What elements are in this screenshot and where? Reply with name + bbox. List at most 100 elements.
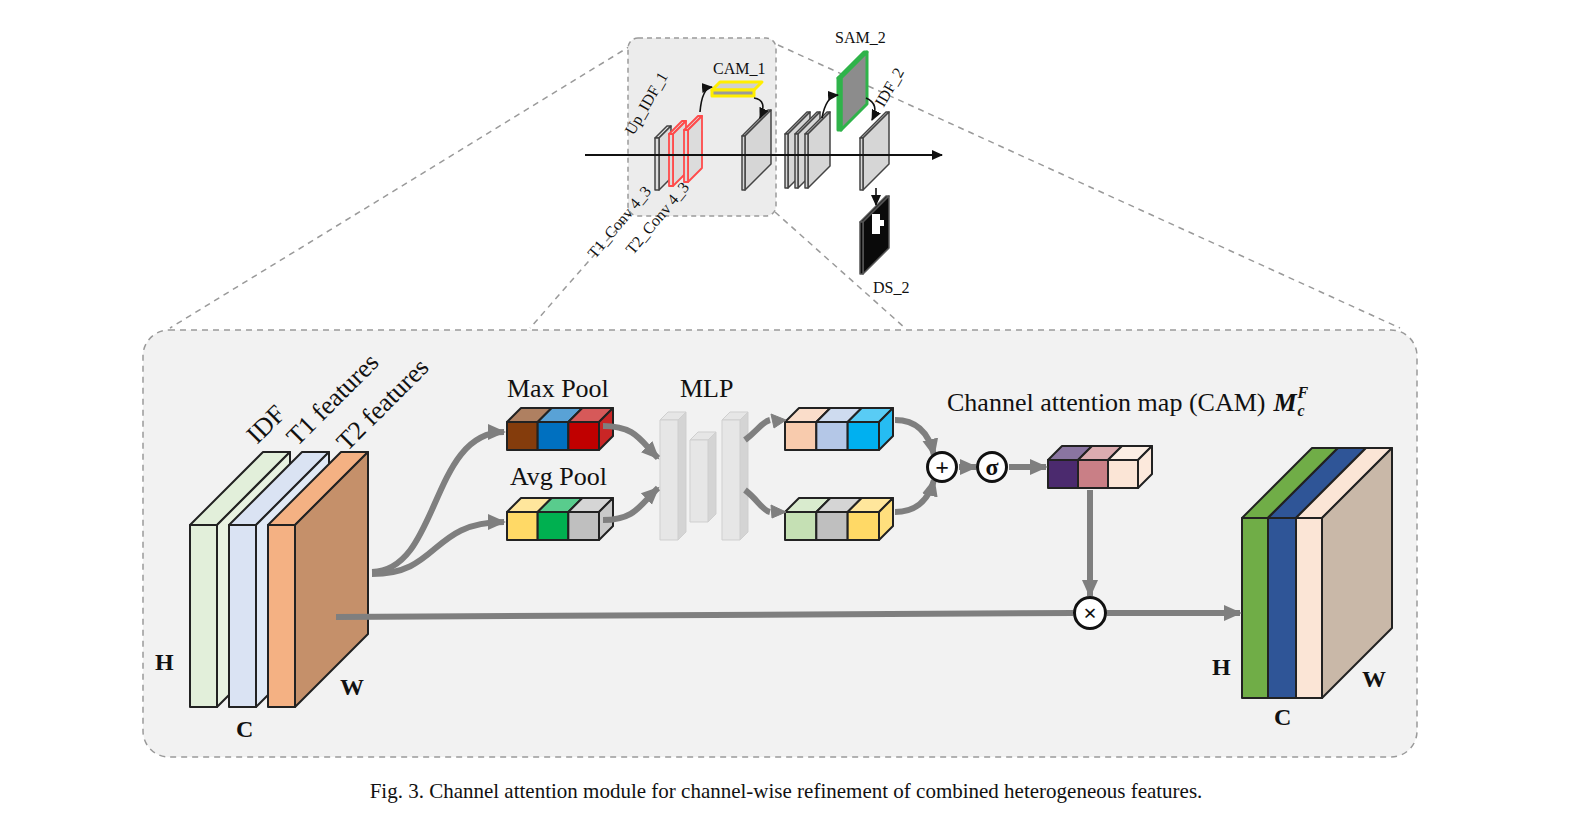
feature-block: Max Pool [500, 372, 630, 457]
layer-label: CAM_1 [713, 60, 765, 78]
cube-side [1138, 446, 1152, 488]
feature-block: HCW [1205, 440, 1405, 730]
block-label: IDF [241, 399, 292, 450]
slab-side [745, 110, 771, 190]
cube-front [816, 422, 847, 450]
layer-label: DS_2 [873, 279, 909, 297]
slab-front [860, 222, 863, 274]
operator-circle: σ [976, 451, 1008, 483]
flow-arrow [336, 613, 1073, 617]
slab-side [808, 112, 830, 188]
zoom-box [628, 38, 776, 216]
cube-front [816, 512, 847, 540]
axis-arrow [585, 154, 942, 156]
slab-front [268, 525, 295, 707]
feature-block: Avg Pool [500, 458, 630, 548]
cube-front [785, 422, 816, 450]
flow-arrow [959, 464, 976, 470]
slab-side [1322, 448, 1392, 698]
block-label: Avg Pool [510, 462, 607, 492]
slab-side [688, 116, 702, 182]
flow-arrow [372, 432, 504, 572]
slab-front [1296, 518, 1322, 698]
operator-symbol: × [1083, 601, 1097, 625]
math-index: c [1298, 402, 1305, 420]
slab-side [708, 432, 716, 522]
slab-front [229, 525, 256, 707]
slab-front [860, 138, 863, 190]
slab-side [841, 52, 867, 130]
feature-block: Channel attention map (CAM) M [940, 383, 1360, 495]
detail-panel [143, 330, 1417, 757]
cube-front [538, 512, 569, 540]
slab-front [785, 134, 788, 188]
operator-circle: × [1073, 596, 1107, 630]
layer-label: SAM_2 [835, 29, 886, 47]
cube-front [568, 512, 599, 540]
slab-side [740, 412, 748, 540]
block-label: M [1273, 388, 1296, 418]
operator-symbol: + [935, 455, 949, 479]
dimension-label: W [1362, 664, 1386, 694]
slab-side [863, 112, 889, 190]
cube-front [1108, 460, 1138, 488]
cube-front [785, 512, 816, 540]
operator-symbol: σ [985, 455, 998, 479]
operator-circle: + [926, 451, 958, 483]
mini-arrow [754, 98, 763, 118]
cube-front [1048, 460, 1078, 488]
mini-arrow [822, 95, 838, 118]
layer-label: IDF_2 [871, 65, 907, 110]
cube-front [568, 422, 599, 450]
slab-front [190, 525, 217, 707]
cam-front [712, 90, 754, 96]
cube-front [538, 422, 569, 450]
dimension-label: H [1212, 652, 1231, 682]
slab-front [795, 134, 798, 188]
flow-arrow [603, 426, 658, 458]
feature-block: MLP [655, 370, 755, 545]
arrow-head [771, 505, 786, 518]
arrow-head [771, 414, 786, 428]
block-label: MLP [680, 374, 733, 404]
mini-arrow [875, 188, 877, 205]
flow-arrow [745, 420, 934, 455]
slab-side [678, 412, 686, 540]
cube-front [848, 422, 879, 450]
flow-arrow [1107, 610, 1240, 616]
slab-front [655, 138, 659, 190]
mini-arrow [700, 87, 712, 112]
slab-front [1242, 518, 1268, 698]
slab-front [669, 134, 673, 186]
slab-front [660, 420, 678, 540]
feature-block: IDFT1 featuresT2 featuresHCW [150, 335, 470, 745]
slab-front [838, 78, 841, 130]
cube-side [879, 408, 893, 450]
cube-side [879, 498, 893, 540]
zoom-line [170, 45, 632, 328]
zoom-line [778, 45, 1400, 328]
slab-side [863, 196, 889, 274]
dimension-label: W [340, 672, 364, 702]
dimension-label: C [236, 714, 253, 744]
flow-arrow [372, 522, 504, 574]
block-label: Channel attention map (CAM) [947, 388, 1265, 418]
math-index: F [1298, 384, 1309, 402]
cube-front [848, 512, 879, 540]
slab-front [722, 420, 740, 540]
flow-arrow [1087, 490, 1093, 596]
flow-arrow [603, 488, 658, 520]
dimension-label: H [155, 647, 174, 677]
figure-caption: Fig. 3. Channel attention module for cha… [0, 778, 1572, 804]
slab-front [742, 136, 745, 190]
cube-front [1078, 460, 1108, 488]
flow-arrow [745, 480, 934, 512]
block-label: Max Pool [507, 374, 609, 404]
cube-front [507, 422, 538, 450]
slab-side [295, 452, 368, 707]
mask-shape [878, 220, 884, 226]
slab-front [805, 134, 808, 188]
slab-front [1268, 518, 1296, 698]
